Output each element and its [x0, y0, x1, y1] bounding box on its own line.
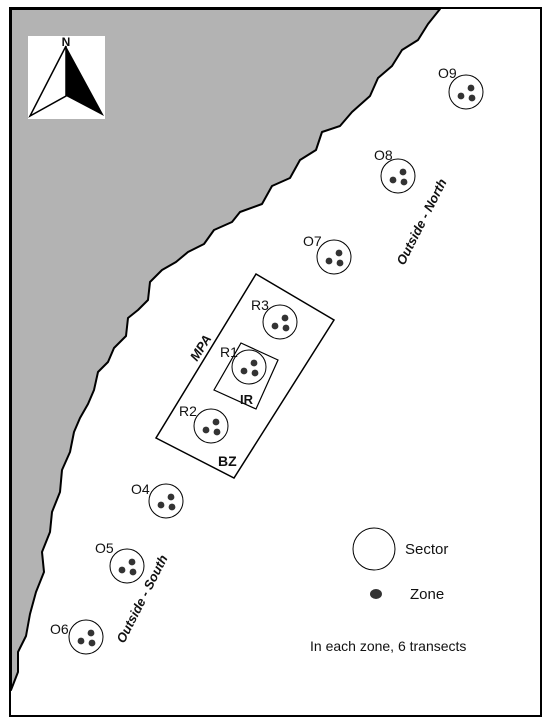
zone-dot [336, 259, 344, 267]
zone-dot [168, 503, 176, 511]
north-arrow-label: N [62, 35, 71, 49]
sector-circle [109, 548, 145, 584]
integral-reserve [213, 342, 279, 410]
zone-dot [281, 314, 289, 322]
zone-dot [457, 92, 465, 100]
zone-dot [157, 501, 165, 509]
site-label: R3 [251, 297, 269, 313]
legend-zone-symbol [370, 589, 382, 599]
sector-circle [448, 74, 484, 110]
zone-dot [240, 367, 248, 375]
zone-dot [202, 426, 210, 434]
site-label: O5 [95, 540, 114, 556]
site-label: R2 [179, 403, 197, 419]
legend-zone-label: Zone [410, 586, 444, 603]
sector-circle [231, 349, 267, 385]
zone-dot [335, 249, 343, 257]
zone-dot [468, 94, 476, 102]
site-o9: O9 [438, 65, 484, 110]
sector-circle [68, 619, 104, 655]
site-label: R1 [220, 344, 238, 360]
mpa-buffer-zone [154, 272, 336, 479]
site-o8: O8 [374, 147, 416, 194]
site-label: O4 [131, 481, 150, 497]
zone-dot [128, 558, 136, 566]
zone-dot [467, 84, 475, 92]
sector-circle [316, 239, 352, 275]
sector-circle [148, 483, 184, 519]
zone-dot [399, 168, 407, 176]
zone-dot [212, 418, 220, 426]
site-label: O7 [303, 233, 322, 249]
sector-circle [380, 158, 416, 194]
zone-dot [400, 178, 408, 186]
north-arrow: N [28, 35, 105, 119]
buffer-zone-label: BZ [218, 453, 237, 469]
sector-circle [262, 304, 298, 340]
zone-dot [77, 637, 85, 645]
site-r1: R1 [220, 344, 267, 385]
zone-dot [325, 257, 333, 265]
site-r3: R3 [251, 297, 298, 340]
zone-dot [167, 493, 175, 501]
site-o4: O4 [131, 481, 184, 519]
integral-reserve-label: IR [240, 392, 254, 407]
site-label: O6 [50, 621, 69, 637]
zone-dot [129, 568, 137, 576]
north-arrow-right-half [66, 46, 104, 116]
site-o7: O7 [303, 233, 352, 275]
site-label: O9 [438, 65, 457, 81]
sector-circle [193, 408, 229, 444]
zone-dot [88, 639, 96, 647]
zone-dot [389, 176, 397, 184]
legend-note: In each zone, 6 transects [310, 638, 466, 654]
legend-sector-symbol [352, 527, 396, 571]
site-label: O8 [374, 147, 393, 163]
zone-dot [118, 566, 126, 574]
site-o5: O5 [95, 540, 145, 584]
legend: Sector Zone In each zone, 6 transects [310, 527, 466, 654]
legend-sector-label: Sector [405, 541, 448, 558]
zone-dot [87, 629, 95, 637]
zone-dot [250, 359, 258, 367]
zone-dot [251, 369, 259, 377]
site-o6: O6 [50, 619, 104, 655]
zone-dot [271, 322, 279, 330]
zone-dot [213, 428, 221, 436]
site-r2: R2 [179, 403, 229, 444]
land-area [10, 8, 441, 691]
zone-dot [282, 324, 290, 332]
